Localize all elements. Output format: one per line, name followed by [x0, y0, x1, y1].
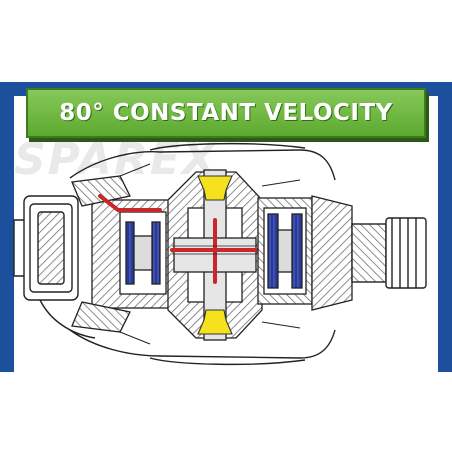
frame-border-right	[438, 82, 452, 372]
housing-outline	[69, 142, 336, 366]
right-yoke	[311, 195, 353, 311]
detail-lines	[119, 163, 301, 345]
title-banner: 80° CONSTANT VELOCITY	[26, 88, 426, 138]
left-end-collar	[13, 195, 96, 339]
left-bearing-cup	[119, 211, 167, 295]
right-output-shaft	[351, 217, 427, 289]
frame-border-left	[0, 82, 14, 372]
title-text: 80° CONSTANT VELOCITY	[59, 100, 393, 126]
channel-outlines	[172, 245, 258, 255]
grease-caps	[197, 175, 233, 335]
right-bearing-cup	[257, 197, 313, 305]
lubrication-channels	[98, 194, 260, 284]
